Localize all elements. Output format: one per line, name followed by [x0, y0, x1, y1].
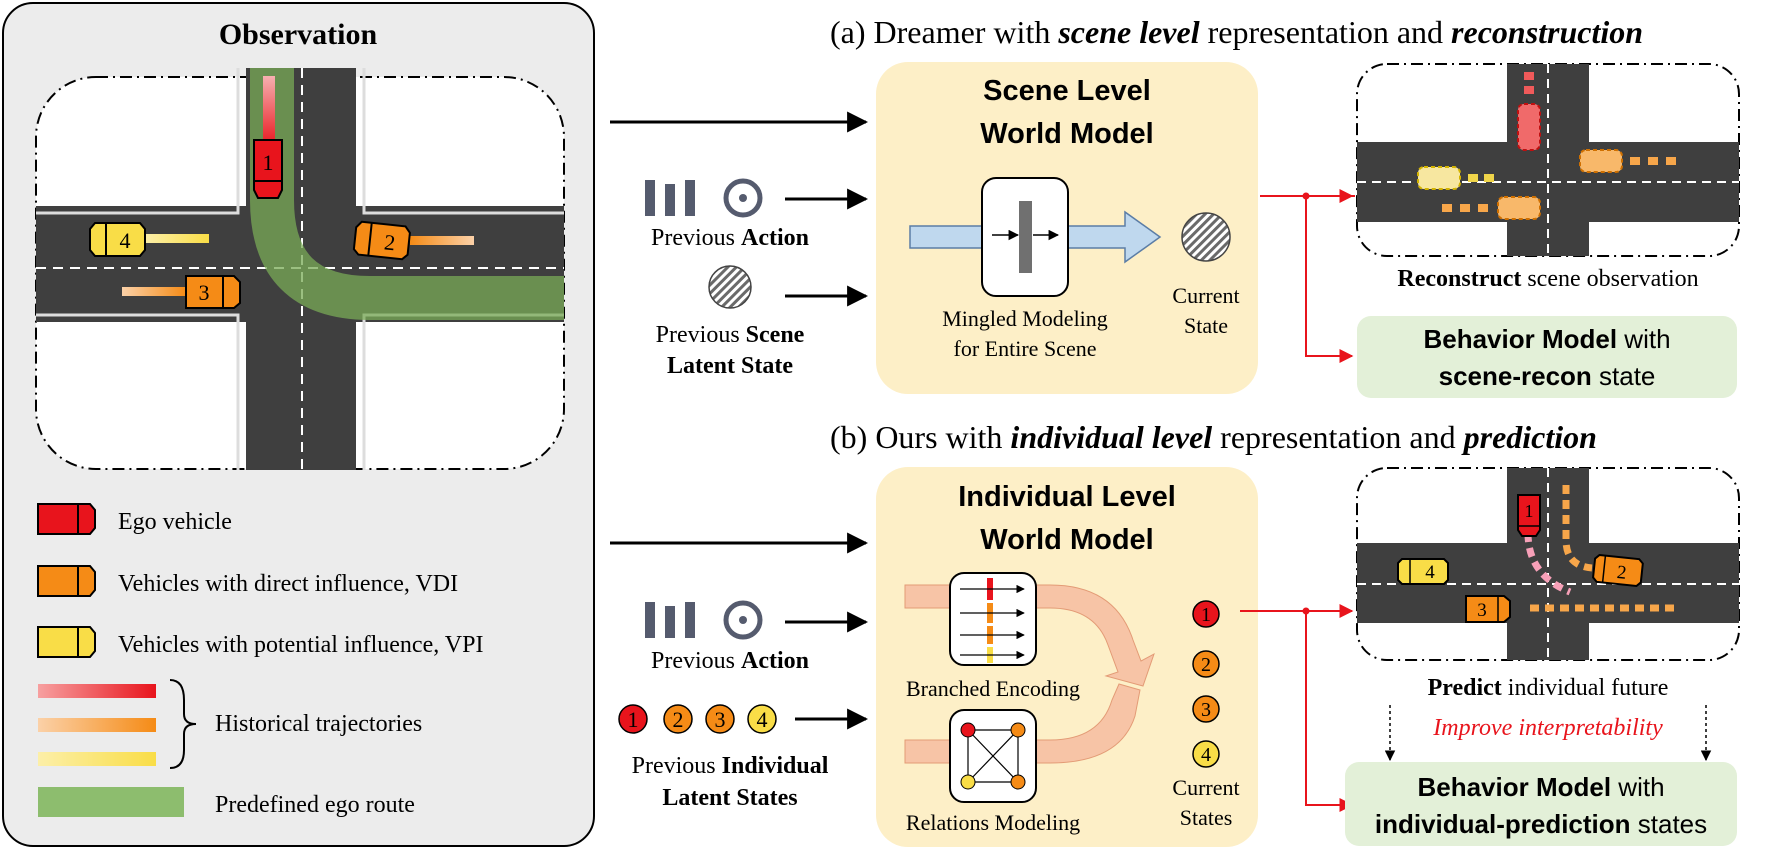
- reconstruct-caption: Reconstruct scene observation: [1397, 266, 1698, 292]
- input-action-label-b: Previous Action: [651, 648, 809, 674]
- legend-brace: [169, 679, 197, 769]
- input-action-label-a: Previous Action: [651, 225, 809, 251]
- current-state-icon: [1181, 212, 1231, 262]
- behavior-model-b-line2: individual-prediction states: [1375, 809, 1707, 839]
- ego-trajectory: [263, 76, 275, 148]
- section-b-heading: (b) Ours with individual level represent…: [830, 419, 1597, 455]
- individual-latent-icons: 1 2 3 4: [618, 704, 777, 734]
- section-b: (b) Ours with individual level represent…: [610, 419, 1740, 847]
- input-state-label-a-line1: Previous Scene: [656, 322, 805, 348]
- scene-latent-icon: [708, 265, 752, 309]
- legend-ego-label: Ego vehicle: [118, 509, 232, 535]
- ego-route: [250, 68, 564, 320]
- svg-text:3: 3: [1477, 600, 1487, 621]
- svg-text:3: 3: [715, 707, 726, 732]
- current-state-label-1: Current: [1172, 283, 1239, 308]
- vdi-vehicle-3: 3: [185, 275, 241, 309]
- svg-text:1: 1: [1201, 604, 1211, 626]
- predict-caption: Predict individual future: [1428, 675, 1669, 701]
- prediction-scene: 1 4 2 3: [1356, 467, 1740, 661]
- reconstruction-scene: [1356, 63, 1740, 257]
- current-states-label-2: States: [1180, 805, 1233, 830]
- branched-encoding-caption: Branched Encoding: [906, 676, 1080, 701]
- legend-vpi-swatch: [37, 626, 96, 658]
- vpi-vehicle-4: 4: [89, 222, 146, 257]
- behavior-model-a-line2: scene-recon state: [1439, 361, 1656, 391]
- vdi-vehicle-2: 2: [352, 220, 411, 261]
- current-states-icons: 1 2 3 4: [1192, 600, 1220, 768]
- svg-text:2: 2: [383, 229, 397, 255]
- mingled-caption-1: Mingled Modeling: [942, 306, 1108, 331]
- legend: Ego vehicle Vehicles with direct influen…: [37, 503, 483, 818]
- svg-text:4: 4: [120, 228, 131, 253]
- behavior-model-b-line1: Behavior Model with: [1417, 772, 1664, 802]
- legend-vdi-swatch: [37, 565, 96, 597]
- relations-modeling-caption: Relations Modeling: [906, 810, 1080, 835]
- svg-text:1: 1: [263, 150, 274, 175]
- svg-text:2: 2: [1201, 654, 1211, 676]
- svg-text:1: 1: [628, 707, 639, 732]
- branch-flow-arrow: [904, 584, 1155, 687]
- svg-text:2: 2: [1616, 562, 1628, 584]
- action-icon-b: [645, 600, 763, 640]
- legend-route-swatch: [38, 787, 184, 817]
- legend-route-label: Predefined ego route: [215, 792, 415, 818]
- legend-ego-swatch: [37, 503, 96, 535]
- individual-model-title-1: Individual Level: [958, 481, 1176, 513]
- vpi-trajectory-4: [145, 234, 209, 243]
- observation-panel: Observation 1: [2, 2, 595, 847]
- svg-text:4: 4: [1425, 562, 1435, 583]
- ego-vehicle: 1: [253, 139, 283, 199]
- observation-title: Observation: [219, 18, 378, 51]
- vdi-trajectory-3: [122, 287, 186, 296]
- scene-model-title-1: Scene Level: [983, 75, 1151, 107]
- interpretability-label: Improve interpretability: [1432, 715, 1663, 741]
- behavior-model-a-line1: Behavior Model with: [1423, 324, 1670, 354]
- svg-text:1: 1: [1525, 501, 1534, 521]
- relations-graph: [960, 722, 1026, 790]
- vdi-trajectory-2: [410, 236, 474, 245]
- svg-text:3: 3: [1201, 699, 1211, 721]
- output-to-behavior-b: [1305, 611, 1354, 812]
- scene-model-title-2: World Model: [980, 118, 1153, 150]
- section-a-heading: (a) Dreamer with scene level representat…: [830, 14, 1643, 50]
- action-icon-a: [645, 178, 763, 218]
- svg-text:2: 2: [673, 707, 684, 732]
- legend-trajectory-ego: [38, 684, 156, 698]
- legend-historical-label: Historical trajectories: [215, 711, 422, 737]
- legend-vdi-label: Vehicles with direct influence, VDI: [118, 571, 458, 597]
- svg-text:4: 4: [757, 707, 768, 732]
- svg-text:3: 3: [199, 280, 210, 305]
- output-to-behavior-a: [1305, 196, 1354, 363]
- intersection-scene: 1 4 2 3: [35, 68, 565, 470]
- input-state-label-b-line2: Latent States: [662, 785, 797, 811]
- behavior-model-box-a: [1357, 316, 1737, 398]
- current-state-label-2: State: [1184, 313, 1228, 338]
- input-state-label-b-line1: Previous Individual: [632, 753, 829, 779]
- individual-model-title-2: World Model: [980, 524, 1153, 556]
- mingled-caption-2: for Entire Scene: [954, 336, 1097, 361]
- legend-trajectory-vpi: [38, 752, 156, 766]
- legend-vpi-label: Vehicles with potential influence, VPI: [118, 632, 483, 658]
- input-state-label-a-line2: Latent State: [667, 353, 793, 379]
- legend-trajectory-vdi: [38, 718, 156, 732]
- behavior-model-box-b: [1345, 762, 1737, 846]
- svg-text:4: 4: [1201, 744, 1211, 766]
- section-a: (a) Dreamer with scene level representat…: [610, 14, 1740, 398]
- current-states-label-1: Current: [1172, 775, 1239, 800]
